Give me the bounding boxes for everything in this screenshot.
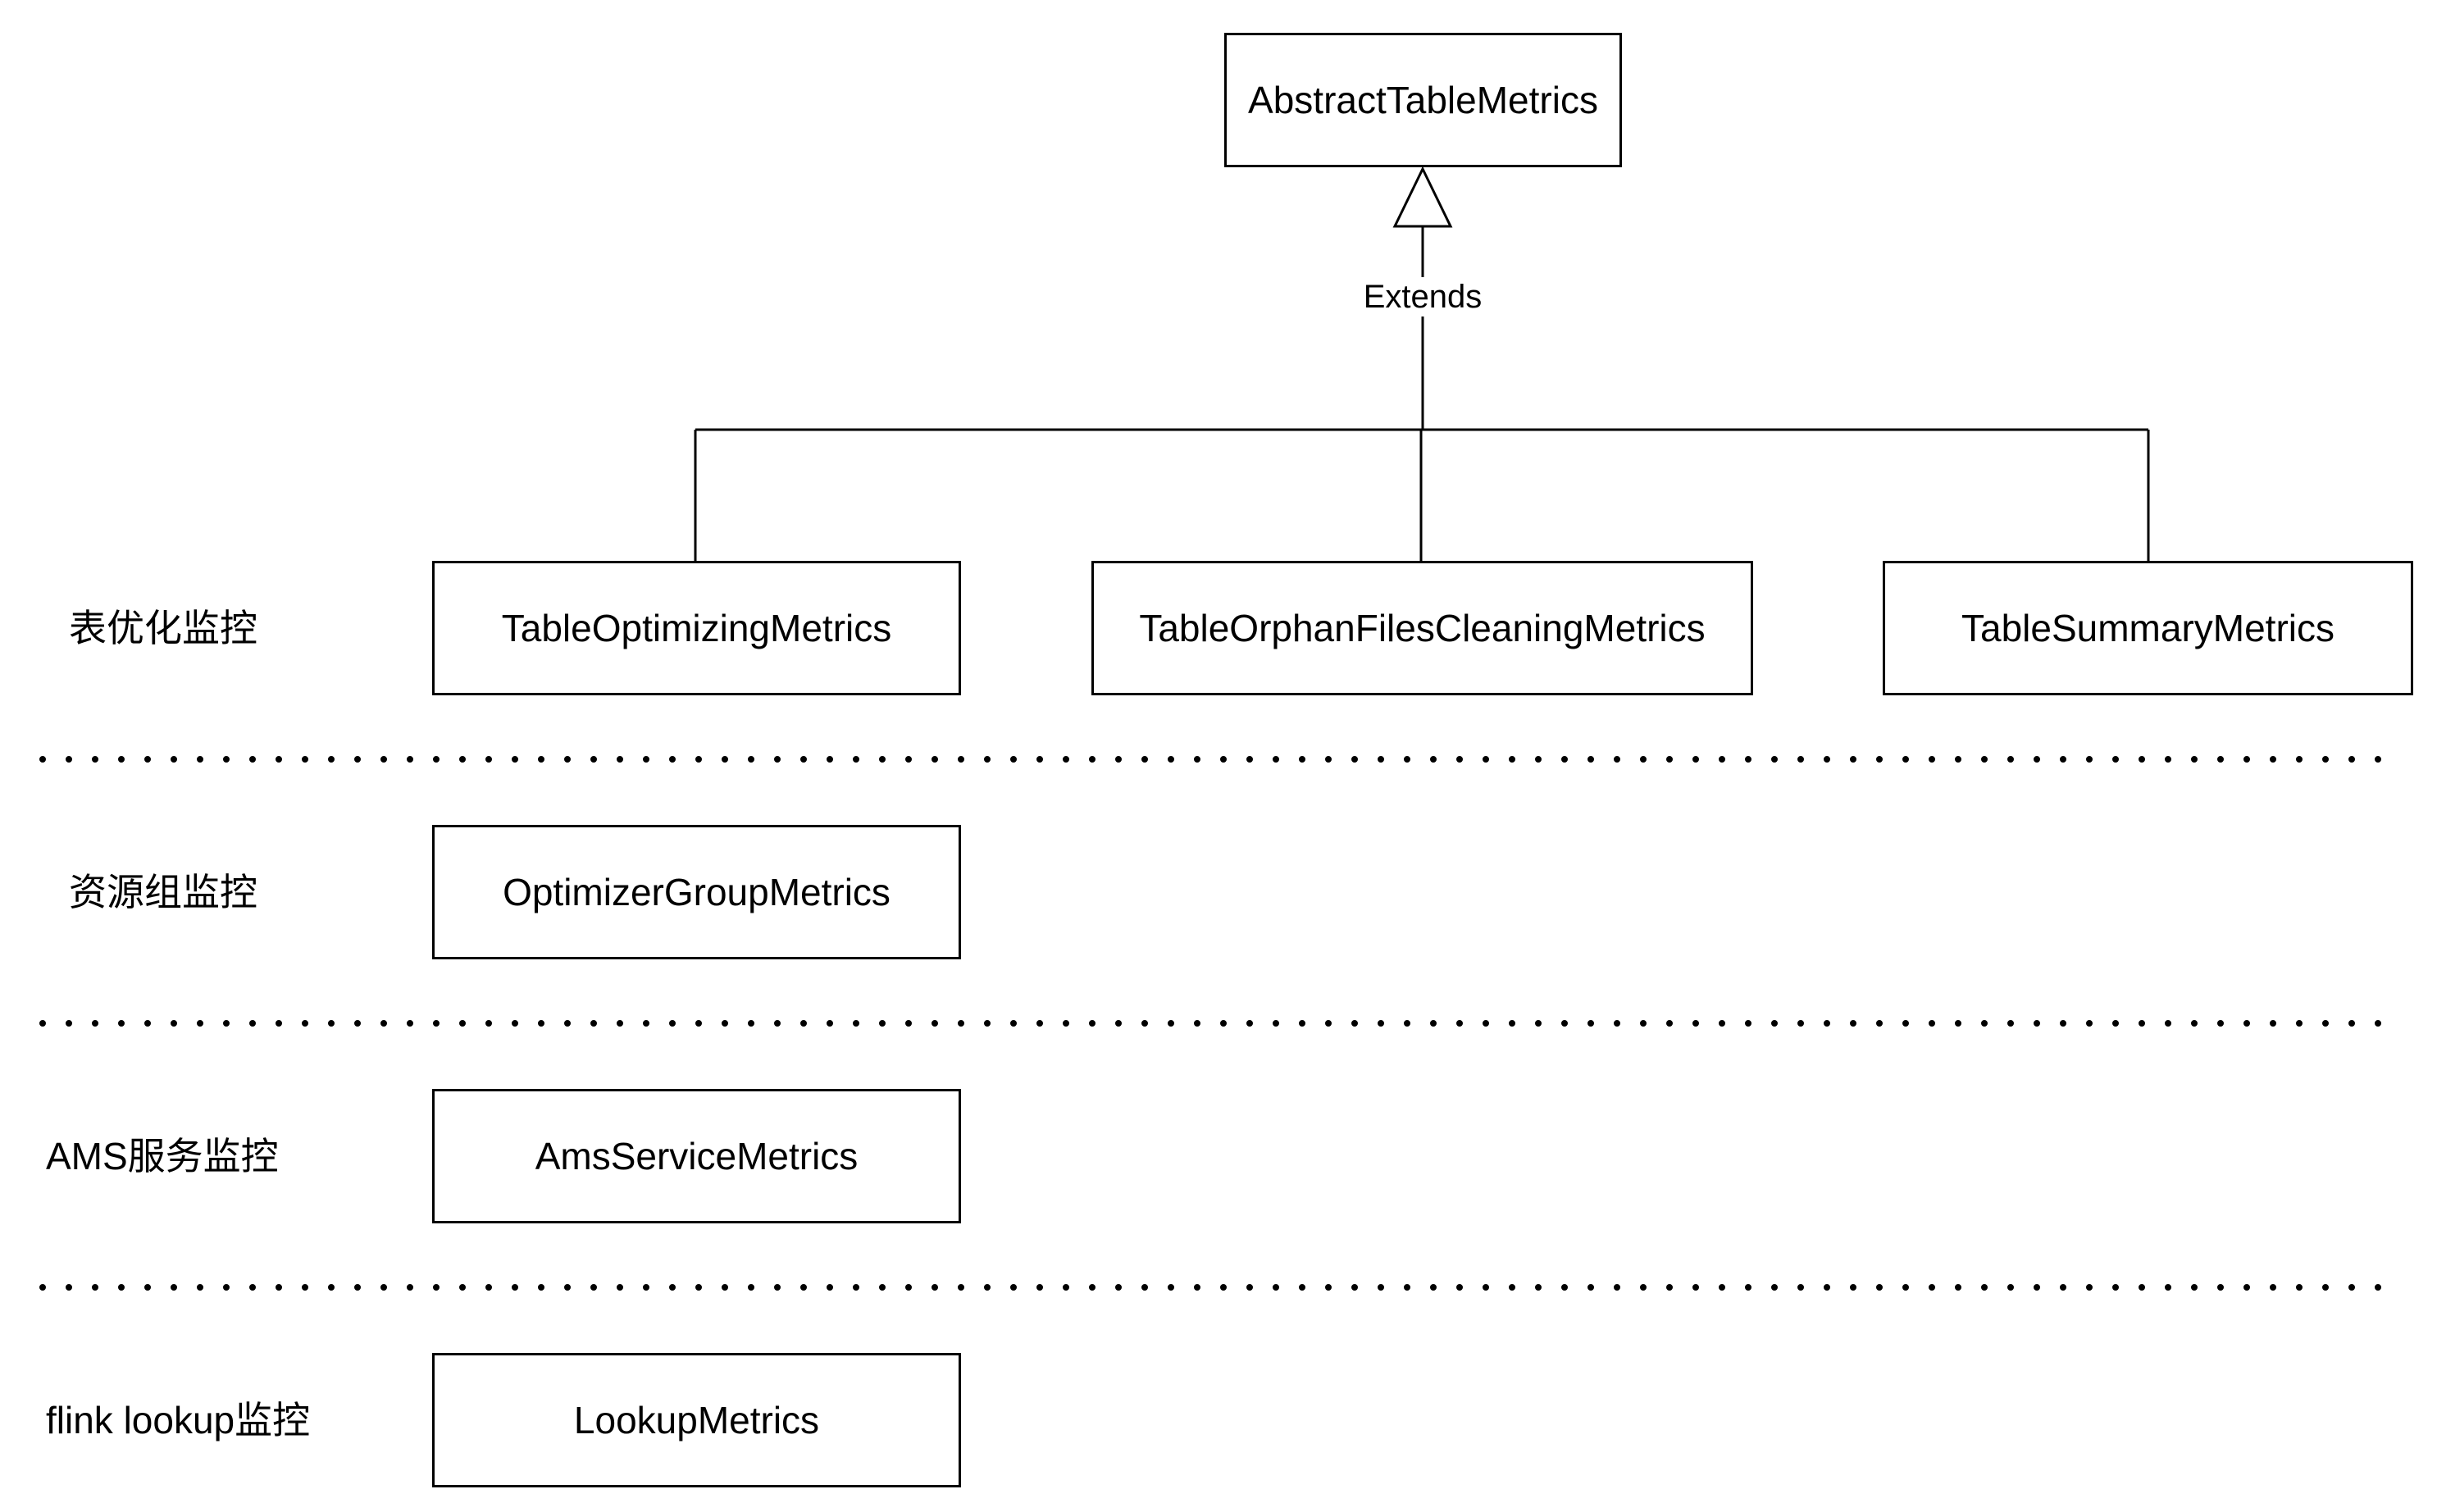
class-name: AmsServiceMetrics (535, 1135, 859, 1177)
row-label-ams-service-monitoring: AMS服务监控 (46, 1135, 279, 1177)
row-label-flink-lookup-monitoring: flink lookup监控 (46, 1399, 311, 1441)
class-name: AbstractTableMetrics (1248, 79, 1598, 121)
class-box-table-optimizing-metrics: TableOptimizingMetrics (432, 561, 961, 695)
class-name: LookupMetrics (573, 1399, 820, 1441)
extends-arrowhead (1392, 166, 1453, 228)
class-box-table-orphan-files-cleaning-metrics: TableOrphanFilesCleaningMetrics (1091, 561, 1753, 695)
class-box-ams-service-metrics: AmsServiceMetrics (432, 1089, 961, 1223)
row-label-table-optimizing-monitoring: 表优化监控 (69, 607, 257, 649)
class-box-lookup-metrics: LookupMetrics (432, 1353, 961, 1487)
class-name: TableOptimizingMetrics (501, 607, 892, 649)
class-name: TableOrphanFilesCleaningMetrics (1139, 607, 1706, 649)
class-name: TableSummaryMetrics (1961, 607, 2335, 649)
row-label-resource-group-monitoring: 资源组监控 (69, 871, 257, 913)
class-name: OptimizerGroupMetrics (503, 871, 891, 913)
class-box-table-summary-metrics: TableSummaryMetrics (1883, 561, 2413, 695)
class-box-abstract-table-metrics: AbstractTableMetrics (1224, 33, 1622, 167)
extends-label: Extends (1358, 277, 1487, 317)
class-box-optimizer-group-metrics: OptimizerGroupMetrics (432, 825, 961, 959)
